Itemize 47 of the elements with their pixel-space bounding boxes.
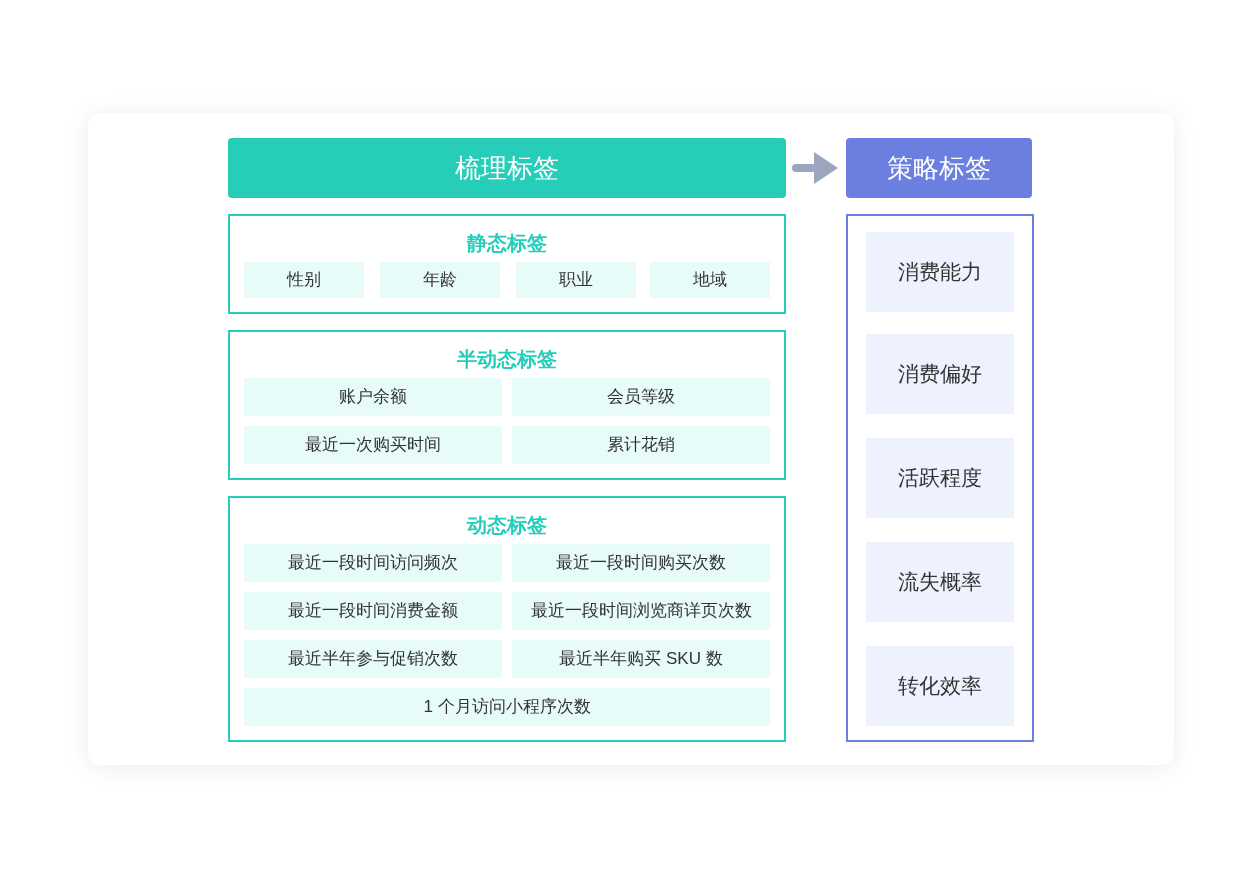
group-heading: 静态标签 [465, 231, 548, 256]
tag-chip [380, 262, 500, 298]
tag-label: 转化效率 [898, 673, 982, 700]
tag-chip [512, 426, 770, 464]
tag-label: 年龄 [423, 269, 457, 292]
tag-chip [244, 688, 770, 726]
tag-label: 最近一段时间访问频次 [288, 552, 458, 575]
tag-chip [512, 544, 770, 582]
tag-label: 消费偏好 [898, 361, 982, 388]
tag-chip [516, 262, 636, 298]
tag-chip [244, 592, 502, 630]
tag-chip [244, 262, 364, 298]
group-heading: 半动态标签 [456, 347, 558, 372]
tag-chip [512, 592, 770, 630]
group-panel [228, 214, 786, 314]
header-bar [228, 138, 786, 198]
header-bar [846, 138, 1032, 198]
tag-label: 地域 [693, 269, 727, 292]
group-panel [228, 330, 786, 480]
tag-label: 会员等级 [607, 386, 675, 409]
group-heading: 动态标签 [465, 513, 548, 538]
tag-label: 最近一段时间消费金额 [288, 600, 458, 623]
tag-label: 累计花销 [607, 434, 675, 457]
tag-label: 最近一段时间购买次数 [556, 552, 726, 575]
tag-chip [244, 378, 502, 416]
tag-label: 最近半年购买 SKU 数 [559, 648, 723, 671]
box-outline [846, 214, 1034, 742]
group-panel [228, 496, 786, 742]
tag-label: 消费能力 [898, 259, 982, 286]
tag-label: 账户余额 [339, 386, 407, 409]
tag-chip [512, 640, 770, 678]
tag-chip [650, 262, 770, 298]
tag-label: 流失概率 [898, 569, 982, 596]
tag-label: 性别 [287, 269, 321, 292]
tag-chip [244, 640, 502, 678]
tag-chip [244, 544, 502, 582]
tag-label: 1 个月访问小程序次数 [423, 696, 591, 719]
header-title: 策略标签 [887, 151, 991, 185]
arrow [792, 152, 838, 184]
header-title: 梳理标签 [455, 151, 559, 185]
tag-label: 活跃程度 [898, 465, 982, 492]
tag-label: 最近半年参与促销次数 [288, 648, 458, 671]
tag-label: 职业 [559, 269, 593, 292]
tag-chip [512, 378, 770, 416]
tag-label: 最近一次购买时间 [305, 434, 441, 457]
tag-label: 最近一段时间浏览商详页次数 [530, 600, 752, 623]
tag-chip [244, 426, 502, 464]
